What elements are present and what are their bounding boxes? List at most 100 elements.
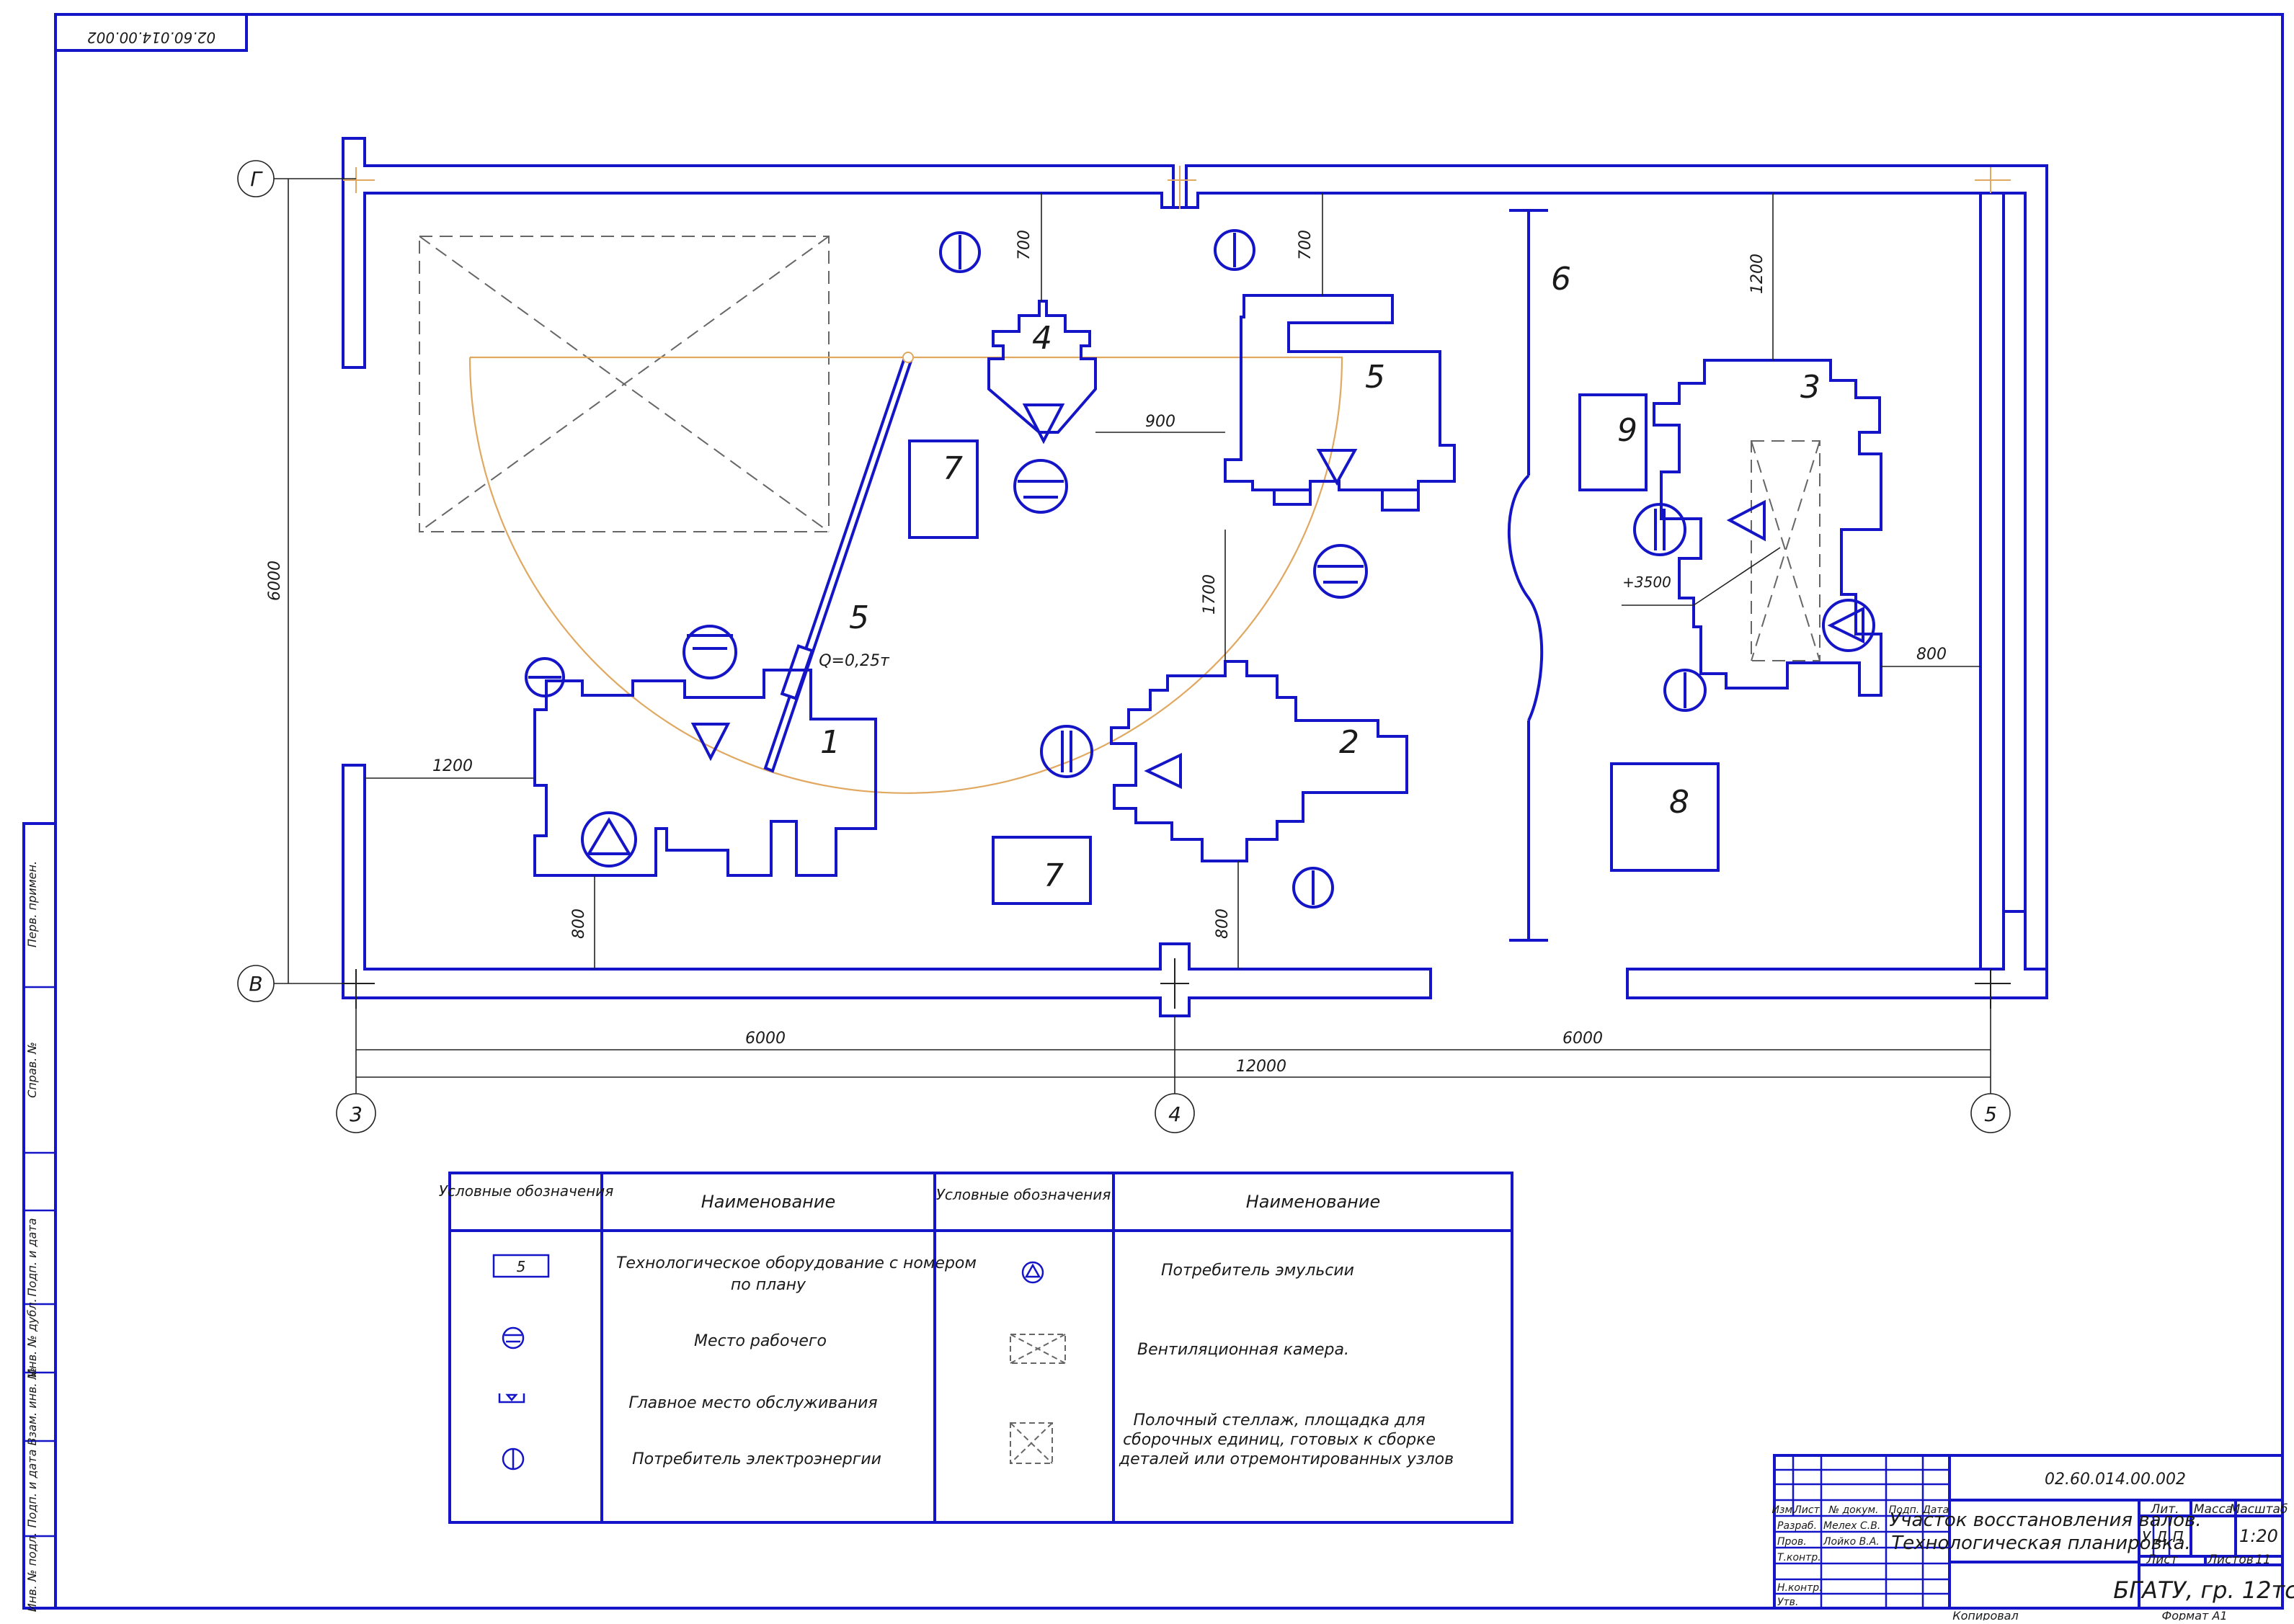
legend-worker-icon xyxy=(502,1326,525,1349)
stamp-lit-u: У xyxy=(2142,1528,2152,1545)
axis-col-4-bubble xyxy=(1155,1093,1195,1133)
label-machine-4: 4 xyxy=(1032,320,1052,357)
dim-800-b: 800 xyxy=(1214,909,1232,939)
side-stamp-column xyxy=(22,822,57,1610)
stamp-row-doc: № докум. xyxy=(1828,1504,1878,1516)
legend-header-symbol-left: Условные обозначения xyxy=(439,1182,614,1200)
stamp-row-izm: Изм. xyxy=(1772,1504,1796,1516)
stamp-lit-p: П xyxy=(2172,1528,2183,1545)
axis-col-5-label: 5 xyxy=(1984,1102,1997,1126)
axis-col-4-label: 4 xyxy=(1168,1102,1181,1126)
legend-service-name: Главное место обслуживания xyxy=(628,1394,877,1412)
rack-7-lower xyxy=(992,836,1092,905)
axis-ticks xyxy=(343,166,2011,209)
label-machine-3: 3 xyxy=(1800,369,1820,406)
side-label-replace-inv: Взам. инв. № xyxy=(25,1368,39,1446)
stamp-title-1: Участок восстановления валов. xyxy=(1889,1509,2201,1531)
rack-9 xyxy=(1578,393,1648,491)
stamp-mass-label: Масса xyxy=(2194,1502,2233,1517)
crane-boom xyxy=(763,354,914,773)
legend-service-icon xyxy=(498,1393,525,1404)
dim-800-a: 800 xyxy=(570,909,588,939)
label-rack-7-lower: 7 xyxy=(1044,857,1064,894)
stamp-organization: БГАТУ, гр. 12тс xyxy=(2113,1576,2294,1604)
legend-power-icon xyxy=(502,1447,525,1471)
elevation-mark: +3500 xyxy=(1622,574,1671,591)
machine-4-outline xyxy=(987,300,1097,434)
side-label-sign-date-1: Подп. и дата xyxy=(25,1218,39,1297)
service-point-icons xyxy=(690,403,1766,790)
dim-1200-top: 1200 xyxy=(1748,254,1766,294)
axis-col-3-bubble xyxy=(336,1093,376,1133)
top-code-box xyxy=(54,13,248,52)
stamp-row-sign: Подп. xyxy=(1889,1504,1919,1516)
local-dimension-lines xyxy=(365,193,1980,969)
power-consumer-icons xyxy=(939,229,1707,909)
legend-header-symbol-right: Условные обозначения xyxy=(936,1186,1111,1203)
stamp-role-utv: Утв. xyxy=(1777,1597,1798,1608)
axis-col-5-bubble xyxy=(1970,1093,2011,1133)
dim-800-right: 800 xyxy=(1916,646,1947,664)
partition-6-break xyxy=(1507,474,1544,721)
dim-700-right: 700 xyxy=(1297,230,1315,260)
stamp-sheets-label: Листов xyxy=(2207,1553,2254,1567)
stamp-format: Формат А1 xyxy=(2161,1609,2227,1620)
legend-equipment-sample: 5 xyxy=(517,1258,526,1275)
stamp-copied: Копировал xyxy=(1952,1609,2018,1620)
dim-1200-left: 1200 xyxy=(432,757,473,775)
label-rack-8: 8 xyxy=(1669,784,1689,821)
wall-top xyxy=(342,137,2048,971)
legend-rack-name-1: Полочный стеллаж, площадка для xyxy=(1133,1411,1425,1429)
dim-span-right: 6000 xyxy=(1562,1030,1603,1048)
stamp-role-tkontr: Т.контр. xyxy=(1777,1552,1821,1563)
dim-span-left: 6000 xyxy=(745,1030,786,1048)
label-machine-2: 2 xyxy=(1339,724,1359,761)
machine-2-outline xyxy=(1110,660,1408,862)
ventilation-chamber-3 xyxy=(1751,440,1820,661)
legend-ventilation-name: Вентиляционная камера. xyxy=(1137,1341,1349,1359)
stamp-row-date: Дата xyxy=(1922,1504,1949,1516)
legend-equipment-name-2: по плану xyxy=(731,1276,806,1294)
wall-bottom-right xyxy=(1626,910,2048,999)
stamp-sheets-count: 11 xyxy=(2255,1553,2271,1567)
wall-bottom-left xyxy=(342,764,1432,1017)
stamp-lit-label: Лит. xyxy=(2150,1502,2179,1517)
label-rack-9: 9 xyxy=(1617,412,1637,449)
dim-700-left: 700 xyxy=(1015,230,1033,260)
dim-1700: 1700 xyxy=(1201,574,1219,615)
dim-height: 6000 xyxy=(266,561,284,601)
legend-equipment-symbol xyxy=(492,1254,550,1278)
legend-equipment-name-1: Технологическое оборудование с номером xyxy=(616,1254,977,1272)
axis-ticks-bottom xyxy=(343,958,2011,1009)
dim-900: 900 xyxy=(1145,413,1175,431)
legend-ventilation-icon xyxy=(1010,1334,1066,1364)
side-label-sign-date-2: Подп. и дата xyxy=(25,1450,39,1528)
legend-rack-icon xyxy=(1010,1422,1053,1464)
legend-worker-name: Место рабочего xyxy=(694,1332,827,1350)
legend-table xyxy=(448,1172,1513,1524)
building-walls xyxy=(342,137,2048,1017)
axis-col-3-label: 3 xyxy=(350,1102,363,1126)
worker-place-icons xyxy=(525,459,1368,697)
wall-right-inner xyxy=(1979,192,2005,971)
crane-capacity: Q=0,25т xyxy=(819,652,890,670)
stamp-scale-value: 1:20 xyxy=(2239,1526,2278,1546)
axis-row-v-bubble xyxy=(237,965,275,1002)
stamp-role-razrab: Разраб. xyxy=(1777,1520,1817,1532)
emulsion-consumer-icons xyxy=(581,599,1875,867)
sheet-frame xyxy=(54,13,2284,1610)
rack-7-upper xyxy=(908,440,979,539)
crane-pivot xyxy=(902,352,914,363)
side-label-first-use: Перв. примен. xyxy=(25,861,39,947)
machine-3-outline xyxy=(1653,359,1882,697)
label-item-6: 6 xyxy=(1551,261,1571,298)
stamp-role-prov: Пров. xyxy=(1777,1536,1807,1548)
stamp-name-prov: Лойко В.А. xyxy=(1823,1536,1880,1548)
axis-row-g-label: Г xyxy=(250,167,263,191)
stamp-sheet-label: Лист xyxy=(2146,1553,2178,1567)
legend-power-name: Потребитель электроэнергии xyxy=(632,1450,881,1468)
crane-swing-area xyxy=(468,356,1343,795)
legend-rack-name-3: деталей или отремонтированных узлов xyxy=(1119,1450,1454,1468)
legend-emulsion-name: Потребитель эмульсии xyxy=(1161,1262,1354,1280)
